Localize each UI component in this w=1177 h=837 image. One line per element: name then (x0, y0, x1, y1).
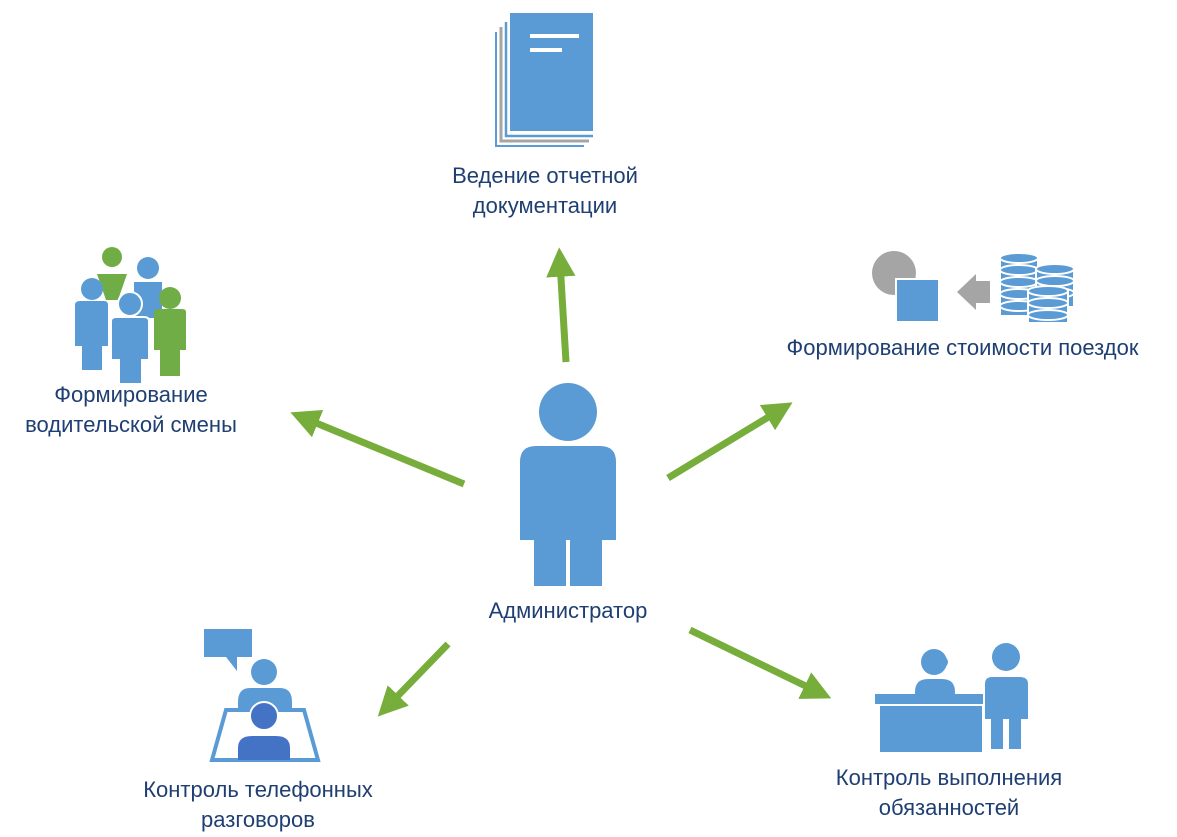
node-label-line: Ведение отчетной (452, 163, 638, 188)
arrow-to-calls (377, 641, 451, 717)
node-label-line: Формирование (54, 382, 208, 407)
node-label-line: Контроль телефонных (143, 777, 373, 802)
node-label-line: Формирование стоимости поездок (786, 335, 1139, 360)
node-label-calls: Контроль телефонных разговоров (108, 775, 408, 835)
node-label-duties: Контроль выполнения обязанностей (804, 763, 1094, 823)
arrow-to-duties (688, 626, 832, 699)
person-icon (520, 383, 616, 586)
node-label-line: обязанностей (878, 795, 1020, 820)
center-label: Администратор (488, 598, 648, 623)
reception-desk-icon (875, 643, 1030, 752)
document-stack-icon (495, 13, 593, 147)
node-label-pricing: Формирование стоимости поездок (750, 333, 1175, 363)
node-label-line: водительской смены (25, 412, 237, 437)
coin-stack-icon (999, 252, 1075, 324)
call-monitoring-icon (204, 629, 321, 762)
driver-group-icon (75, 247, 186, 385)
node-label-reports: Ведение отчетной документации (400, 161, 690, 221)
node-label-line: разговоров (201, 807, 315, 832)
database-pricing-icon (872, 251, 1075, 324)
arrow-to-pricing (666, 402, 793, 481)
node-label-shift: Формирование водительской смены (0, 380, 262, 440)
node-label-line: документации (472, 193, 618, 218)
arrow-to-shift (290, 410, 466, 488)
arrow-to-reports (546, 247, 576, 363)
node-label-line: Контроль выполнения (835, 765, 1063, 790)
